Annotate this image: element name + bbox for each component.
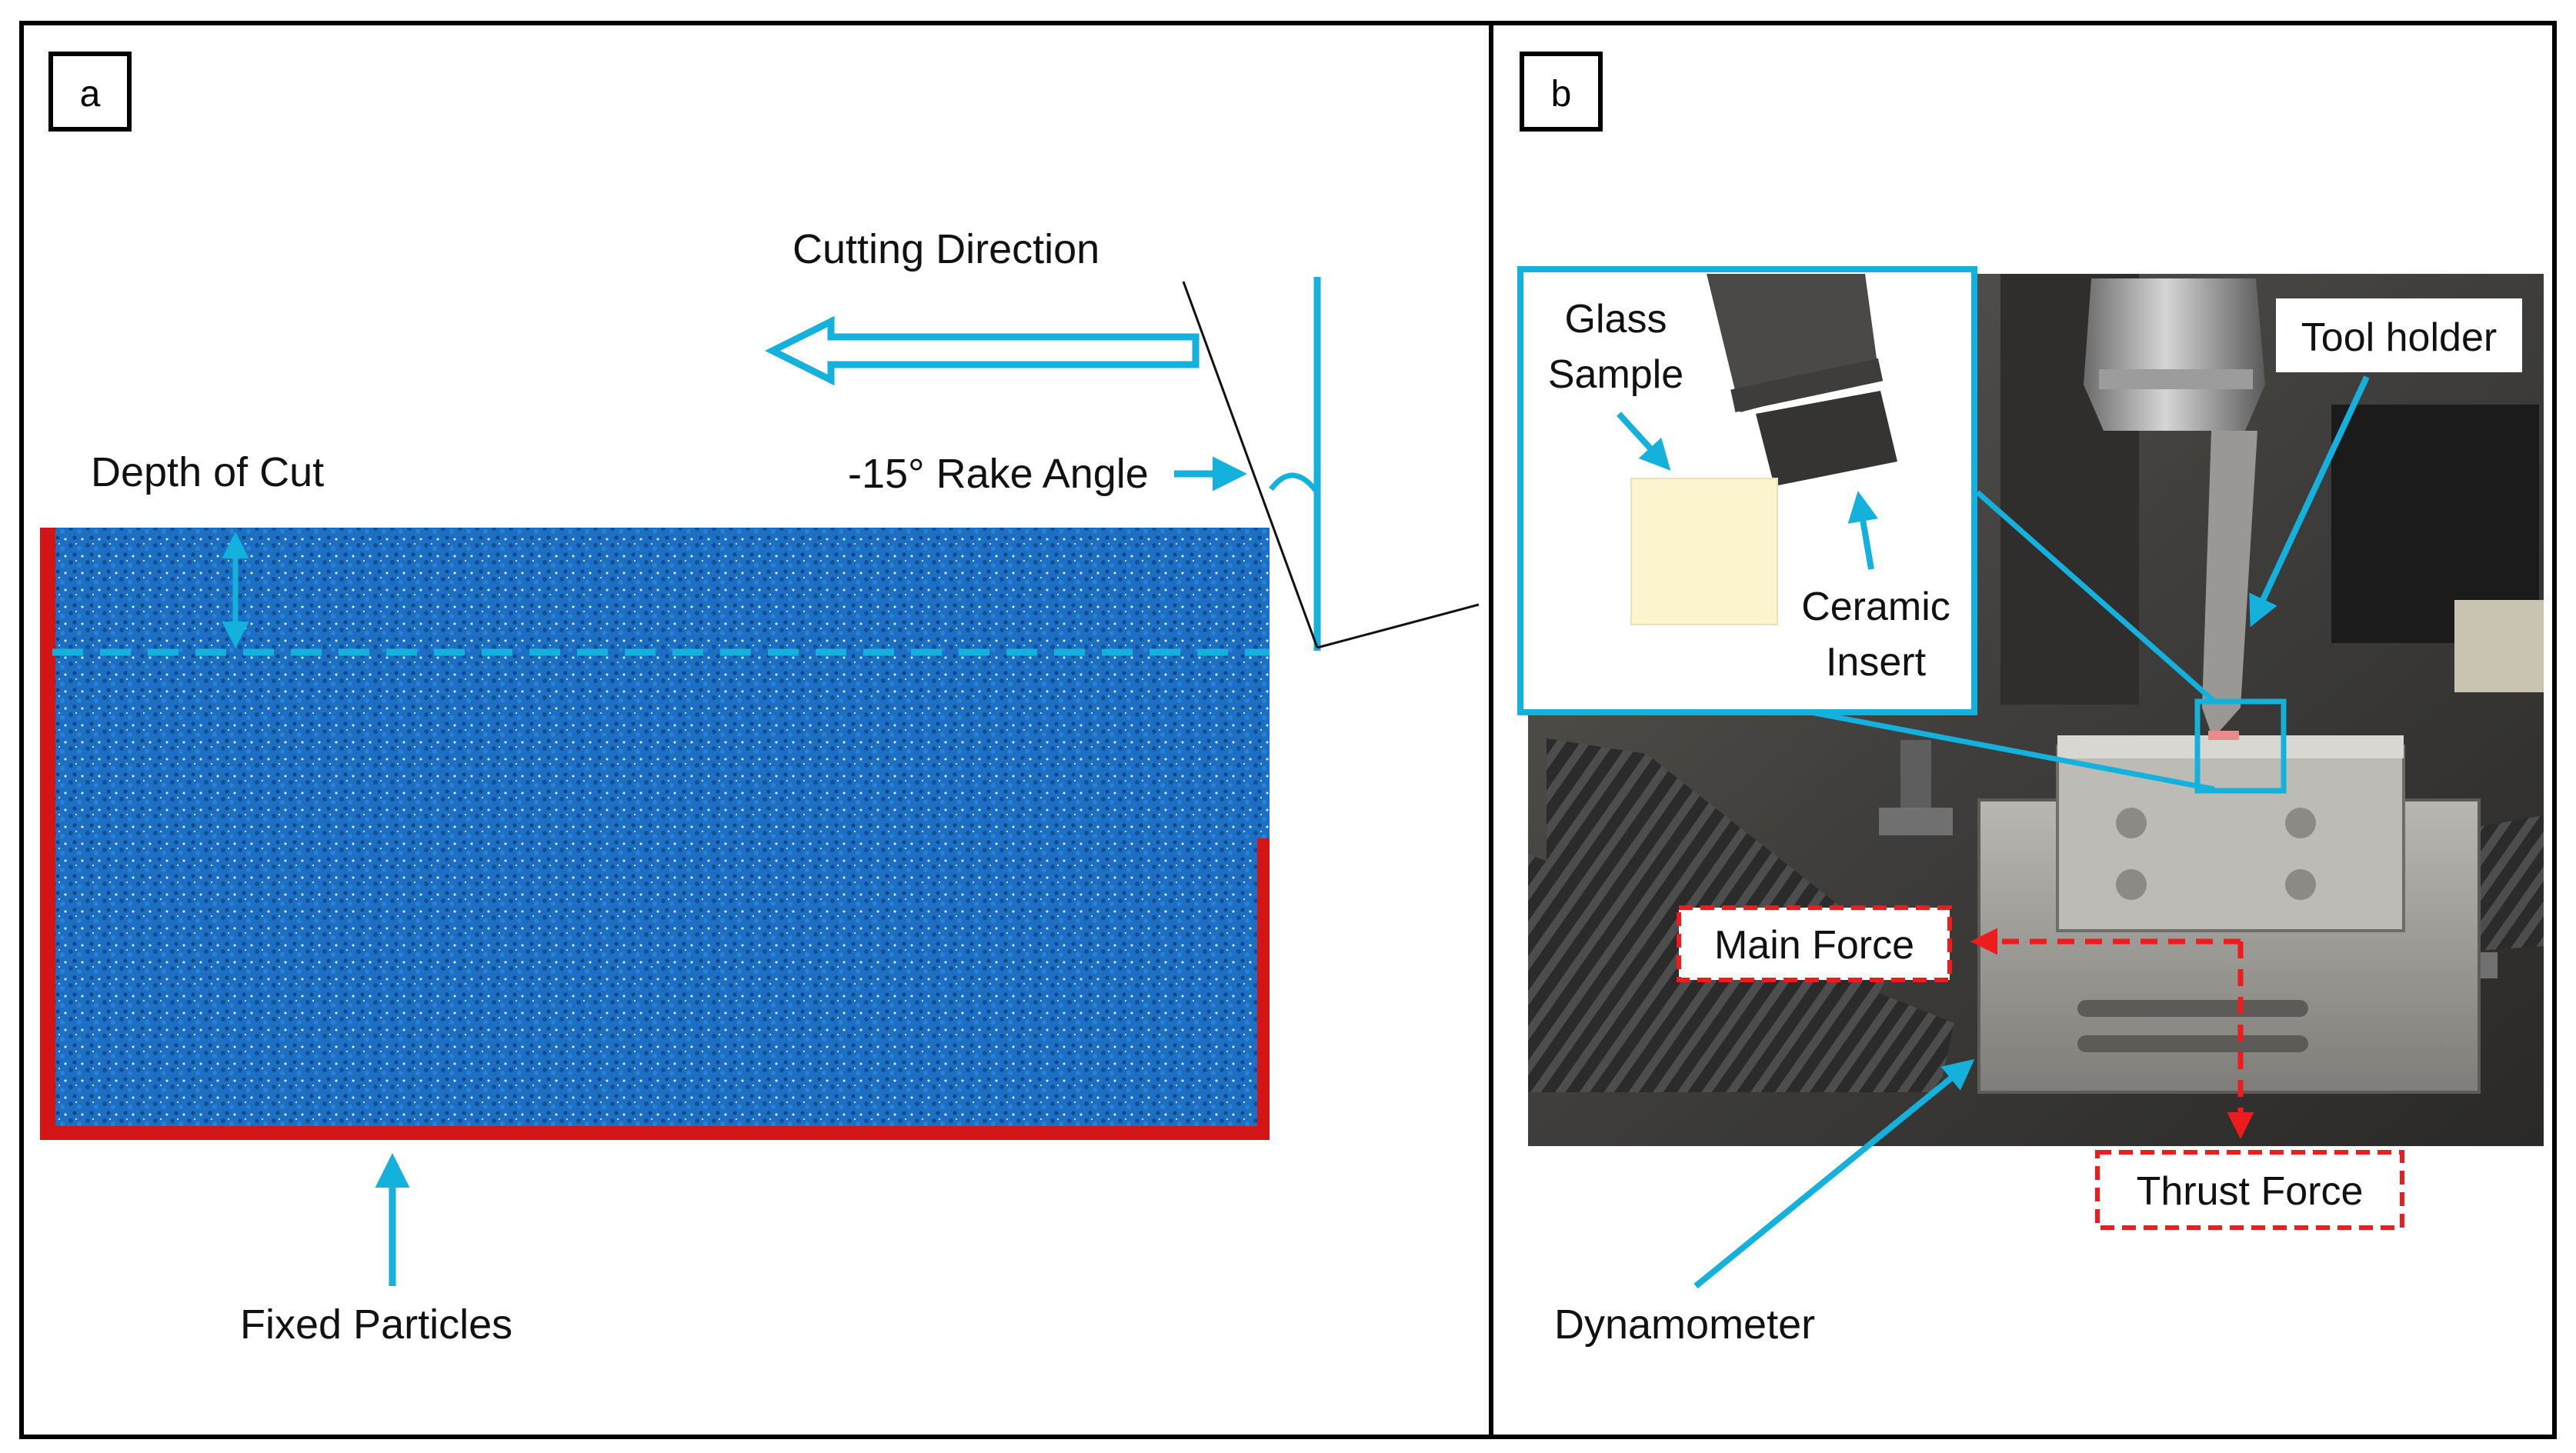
tool-holder-label-box [2276, 298, 2522, 372]
main-force-label-box [1677, 905, 1952, 982]
cutting-direction-label: Cutting Direction [792, 226, 1099, 272]
panel-a-label-box [48, 52, 132, 132]
dynamometer-arrow [1693, 1058, 1975, 1289]
panel-b-label: b [1551, 74, 1572, 115]
thrust-force-label-box [2095, 1150, 2404, 1230]
fixture-bolt-3 [2116, 869, 2147, 900]
panel-b-label-box [1520, 52, 1603, 132]
zoom-region [2194, 698, 2287, 794]
zoom-line-top [1975, 490, 2217, 704]
rake-angle-label: -15° Rake Angle [848, 451, 1149, 497]
chuck-icon [2084, 278, 2265, 431]
depth-of-cut-label: Depth of Cut [91, 449, 324, 495]
glass-sample-icon [1630, 478, 1778, 625]
tool-rake-face [1182, 281, 1319, 648]
fixed-particles-left [40, 528, 55, 1140]
zoom-line-bottom [1753, 698, 2215, 792]
left-nut [1879, 808, 1953, 835]
ceramic-insert-arrow [1847, 491, 1879, 570]
insert-holder-step [1730, 358, 1884, 413]
tool-holder-arrow [2249, 375, 2370, 628]
sample-fixture [2056, 745, 2405, 932]
main-force-label: Main Force [1714, 923, 1914, 968]
fixture-bolt-2 [2285, 808, 2316, 838]
fixed-particles-bottom [40, 1126, 1270, 1140]
ceramic-insert-label-line1: Ceramic [1801, 585, 1950, 629]
particle-block [40, 528, 1270, 1140]
fixed-particles-label: Fixed Particles [240, 1301, 512, 1348]
ceramic-insert-icon [1756, 391, 1897, 486]
glass-sample-label-line2: Sample [1548, 352, 1683, 397]
panel-b: b [1517, 52, 2544, 1348]
thrust-force-label: Thrust Force [2137, 1169, 2364, 1214]
fixture-bolt-1 [2116, 808, 2147, 838]
dynamometer-slot-2 [2077, 1035, 2308, 1052]
fixture-bolt-4 [2285, 869, 2316, 900]
chuck-ring [2099, 369, 2253, 389]
dynamometer-slot-1 [2077, 1000, 2308, 1017]
tool-flank-face [1316, 603, 1480, 649]
dynamometer-label: Dynamometer [1554, 1301, 1815, 1348]
tool-holder-label: Tool holder [2301, 315, 2497, 360]
cable-box [2454, 600, 2544, 692]
cutting-direction-arrow [764, 315, 1200, 386]
tool-shaft [2202, 431, 2257, 738]
panel-a-label: a [80, 74, 101, 115]
glass-sample-label-line1: Glass [1565, 297, 1667, 342]
panel-a: a Depth of Cut Cutting Direction -15° Ra… [40, 52, 1480, 1348]
fixed-particles-right [1257, 838, 1270, 1140]
glass-sample-photo [2208, 731, 2239, 740]
glass-sample-arrow [1617, 412, 1671, 471]
ceramic-insert-label-line2: Insert [1826, 640, 1927, 685]
rake-angle-arc [1269, 472, 1320, 495]
